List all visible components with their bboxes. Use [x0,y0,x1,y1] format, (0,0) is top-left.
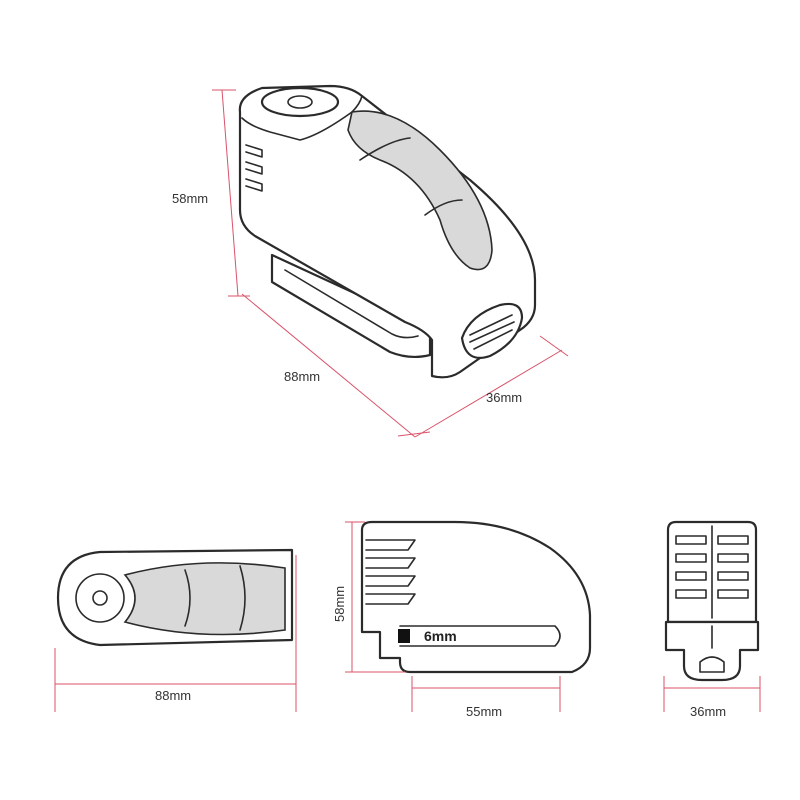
top-keyhole-ring [75,573,125,623]
top-length-label: 88mm [155,688,191,703]
top-grip-line-2 [239,565,246,631]
side-height-dimension: 58mm [332,521,405,673]
disc-lock-isometric-drawing [238,84,537,379]
iso-width-line [414,349,563,438]
iso-width-dimension: 36mm [414,335,569,438]
iso-height-label: 58mm [172,191,208,206]
iso-top-face [241,95,363,141]
iso-width-label: 36mm [486,390,522,405]
disc-lock-front-view-drawing [664,520,760,682]
iso-speaker-line-2 [469,321,515,343]
front-vent-r2 [717,553,749,563]
iso-main-body [238,84,537,379]
iso-grip-line-1 [359,137,411,161]
iso-grip [347,110,493,271]
top-length-dimension: 88mm [54,555,297,712]
iso-pin-bracket [270,253,432,359]
front-vent-r1 [717,535,749,545]
iso-height-dimension: 58mm [172,89,250,297]
top-grip-line-1 [184,569,191,627]
side-pin-slot [399,625,561,647]
front-bolt [699,656,725,673]
iso-vent-3 [245,178,263,192]
front-width-dimension: 36mm [663,676,761,719]
front-lower-block [664,620,760,682]
front-width-label: 36mm [690,704,726,719]
side-body [360,520,592,674]
side-length-dimension: 55mm [411,676,561,719]
front-vent-l4 [675,589,707,599]
iso-length-label: 88mm [284,369,320,384]
disc-lock-top-view-drawing [56,548,294,647]
iso-length-line [241,293,416,438]
side-height-label: 58mm [332,586,347,622]
top-keyhole [92,590,108,606]
side-pin-marker [398,629,410,643]
front-vent-l1 [675,535,707,545]
iso-pin-slot [284,269,419,339]
iso-length-ext-end [397,431,431,437]
front-vent-l3 [675,571,707,581]
iso-grip-line-2 [424,199,463,216]
iso-speaker-line-1 [469,314,513,336]
disc-lock-side-view-drawing: 6mm [360,520,592,674]
side-length-label: 55mm [466,704,502,719]
side-pin-label: 6mm [424,628,457,644]
iso-vent-2 [245,161,263,175]
front-vent-r3 [717,571,749,581]
top-grip [123,562,286,636]
iso-length-dimension: 88mm [241,293,431,438]
side-vent-3 [365,575,416,587]
iso-keyhole [287,95,313,109]
iso-vent-1 [245,144,263,158]
iso-keyhole-disc [260,86,340,118]
side-vent-1 [365,539,416,551]
side-vent-4 [365,593,416,605]
front-vent-l2 [675,553,707,563]
iso-width-ext-end [539,335,569,357]
iso-speaker-line-3 [473,329,513,350]
side-vent-2 [365,557,416,569]
iso-height-line [221,89,239,297]
front-vent-r4 [717,589,749,599]
